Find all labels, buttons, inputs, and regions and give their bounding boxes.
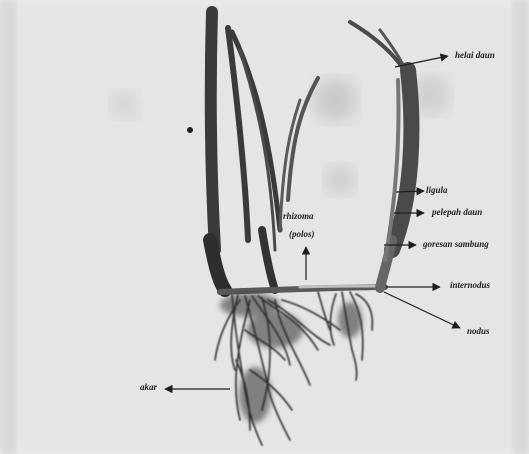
label-helai-daun: helai daun [455,51,495,60]
stain [111,91,139,119]
rhizome-highlight [300,286,380,287]
label-ligula: ligula [426,186,448,195]
label-nodus: nodus [467,327,490,336]
label-internodus: internodus [450,281,490,290]
stain [325,165,355,195]
label-pelepah-daun: pelepah daun [432,208,482,217]
label-polos: (polos) [289,230,315,239]
paper-edge [0,0,16,454]
paper-edge [513,0,529,454]
leaf-blade [211,12,215,250]
stain [187,127,193,133]
stain [313,78,357,122]
label-akar: akar [140,383,157,392]
label-rhizoma: rhizoma [283,212,314,221]
label-goresan-sambung: goresan sambung [423,240,489,249]
